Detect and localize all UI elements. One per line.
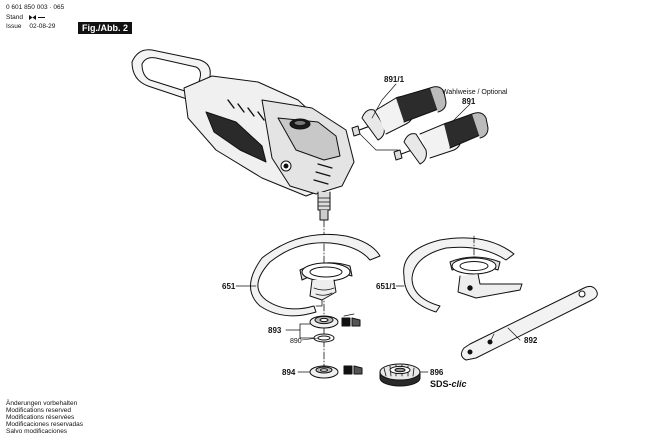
callout-896: 896 — [430, 368, 444, 377]
wheel-guard-651-1 — [403, 237, 523, 313]
sds-clic-brand: SDS-clic — [430, 379, 467, 389]
document-number: 0 601 850 003 · 065 — [6, 4, 65, 11]
footer-line-en: Modifications reserved — [6, 407, 72, 414]
callout-891-1: 891/1 — [384, 75, 405, 84]
footer-line-fr: Modifications réservées — [6, 414, 75, 421]
clamping-nut-894 — [309, 365, 339, 379]
callout-893: 893 — [268, 326, 282, 335]
side-handle-891 — [393, 112, 489, 165]
flange-accessory-icon — [341, 313, 361, 327]
figure-tab: Fig./Abb. 2 — [78, 22, 132, 34]
side-handle-891-1 — [351, 86, 447, 141]
callout-892: 892 — [524, 336, 538, 345]
callout-651: 651 — [222, 282, 236, 291]
angle-grinder-body — [131, 49, 355, 221]
callout-651-1: 651/1 — [376, 282, 397, 291]
callout-891: 891 — [462, 97, 476, 106]
callout-890: 890 — [290, 338, 302, 345]
footer-line-de: Änderungen vorbehalten — [6, 400, 78, 407]
stand-label: Stand — [6, 14, 46, 22]
issue-date: 02-08-29 — [29, 23, 56, 30]
wheel-guard-651 — [250, 233, 381, 317]
optional-note: Wahlweise / Optional — [442, 89, 508, 96]
footer-line-pt: Salvo modificaciones — [6, 428, 68, 435]
sds-clic-quick-nut-896 — [379, 363, 421, 387]
callout-894: 894 — [282, 368, 296, 377]
mounting-flange-893 — [309, 315, 339, 343]
two-hole-spanner-892 — [460, 285, 598, 361]
nut-accessory-icon — [343, 365, 363, 375]
issue-label: Issue 02-08-29 — [6, 23, 56, 30]
footer-line-es: Modificaciones reservadas — [6, 421, 83, 428]
stand-mark-icon — [28, 15, 45, 20]
